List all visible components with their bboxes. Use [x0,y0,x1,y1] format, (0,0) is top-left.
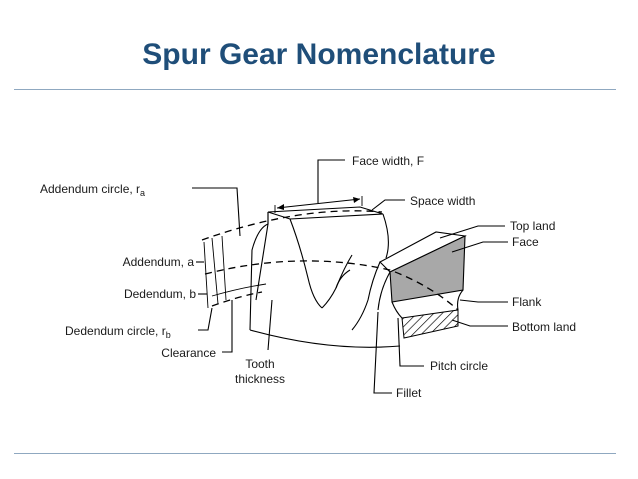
gear-circles [201,210,459,311]
left-tooth [255,206,384,309]
title-divider [14,89,616,90]
label-space-width: Space width [410,194,475,208]
pitch-circle-arc [204,260,459,311]
label-bottom-land: Bottom land [512,320,576,334]
label-addendum: Addendum, a [123,255,195,269]
label-pitch-circle: Pitch circle [430,359,488,373]
label-addendum-circle: Addendum circle, ra [40,182,145,198]
tooth-space [321,254,353,309]
label-fillet: Fillet [396,386,422,400]
label-face: Face [512,235,539,249]
label-top-land: Top land [510,219,555,233]
face-width-dimension [274,159,363,213]
label-tooth-line2: thickness [235,372,285,386]
label-face-width: Face width, F [352,154,424,168]
radial-dimensions [196,235,227,309]
footer-divider [14,453,616,454]
clearance-circle-arc [211,283,267,297]
slide-title: Spur Gear Nomenclature [142,38,496,71]
label-dedendum: Dedendum, b [124,287,196,301]
right-tooth [351,231,467,339]
label-clearance: Clearance [161,346,216,360]
addendum-circle-arc [201,210,383,241]
label-flank: Flank [512,295,542,309]
leader-lines [192,187,508,394]
dedendum-circle-arc [211,291,263,307]
label-dedendum-circle: Dedendum circle, rb [65,324,171,340]
labels: Face width, F Space width Top land Face … [40,154,576,400]
label-tooth-line1: Tooth [245,357,274,371]
